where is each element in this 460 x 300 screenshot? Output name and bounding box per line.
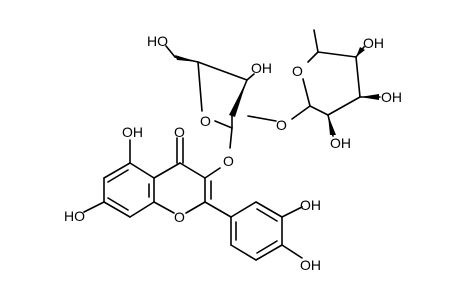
bond-flav-c7-oh — [83, 201, 105, 213]
wedge-pyranose-c4 — [356, 47, 365, 57]
bond-flav-c8-c8a — [129, 201, 155, 218]
bond-o-link-pyranose-c1 — [291, 105, 311, 120]
bond-pyranose-c4-c3 — [355, 56, 361, 98]
bond-furanose-c5-o — [165, 45, 176, 58]
bond-flav-c3-c4 — [179, 162, 206, 179]
label-oh-pyranose-c3: OH — [381, 89, 402, 105]
bond-cat-c2-c3-b — [256, 208, 278, 222]
bond-pyranose-c1-o — [302, 78, 311, 107]
label-o-furanose-glycosidic: O — [276, 117, 287, 133]
bond-flav-c4-c4a — [153, 162, 181, 179]
label-oh-pyranose-c4: OH — [363, 35, 384, 51]
label-o-carbonyl: O — [174, 124, 185, 140]
label-oh-furanose-c3: OH — [251, 60, 272, 76]
wedge-furanose-c4 — [175, 55, 198, 62]
bond-pyranose-c5-methyl — [313, 29, 319, 53]
bond-furanose-c1-o-link — [229, 127, 233, 149]
label-oh-pyranose-c2: OH — [330, 135, 351, 151]
bond-flav-c2-c1prime — [204, 201, 232, 218]
stereo-wedges — [175, 47, 379, 135]
bond-furanose-c1-o — [214, 120, 233, 129]
bond-cat-c4-c5-b — [256, 240, 278, 254]
bond-cat-c4-c5-a — [255, 244, 283, 261]
label-oh-flavone-c5: OH — [122, 124, 143, 140]
label-o-link-flavonol: O — [223, 153, 234, 169]
bond-cat-c4-oh — [281, 244, 303, 259]
bond-cat-c2-c3-a — [255, 201, 283, 218]
atom-labels: HO OH O O O O OH OH OH OH O HO O OH OH — [64, 33, 402, 273]
label-oh-catechol-3: OH — [300, 197, 321, 213]
bond-flav-o1-c8a — [153, 201, 175, 214]
label-o-furanose-ring: O — [200, 113, 211, 129]
wedge-pyranose-c2 — [328, 115, 336, 135]
bond-flav-c5-c6-b — [107, 169, 129, 183]
bond-flav-c7-c8-a — [103, 201, 131, 218]
bond-furanose-c2-o-link — [247, 115, 277, 122]
bond-pyranose-c2-c1 — [309, 105, 329, 116]
label-o-pyranose-ring: O — [292, 63, 303, 79]
bond-cat-c1-c2 — [230, 201, 257, 218]
wedge-furanose-c3-c2 — [229, 80, 247, 117]
bond-furanose-o-c4 — [197, 61, 203, 112]
bond-flav-c2-o1 — [185, 201, 206, 214]
bond-cat-c3-oh — [281, 206, 303, 218]
bond-flav-c5-c6-a — [103, 162, 131, 179]
bond-flav-c7-c8-b — [107, 197, 129, 211]
bond-o-link-flavonol-c3 — [204, 167, 221, 179]
bond-flav-c4a-c5 — [129, 162, 155, 179]
bond-cat-c5-c6 — [230, 244, 257, 261]
bond-pyranose-c3-c2 — [327, 96, 361, 116]
label-ho-flavone-c7: HO — [64, 208, 85, 224]
label-o-flavone-ring: O — [174, 209, 185, 225]
bond-pyranose-o-c5 — [307, 51, 319, 63]
label-ho-furanose-ch2: HO — [147, 33, 168, 49]
wedge-pyranose-c3 — [360, 94, 379, 100]
bond-furanose-c4-c3 — [197, 61, 248, 81]
bond-furanose-c3-oh — [246, 73, 255, 81]
bond-pyranose-c5-c4 — [317, 51, 357, 58]
label-oh-catechol-4: OH — [300, 257, 321, 273]
